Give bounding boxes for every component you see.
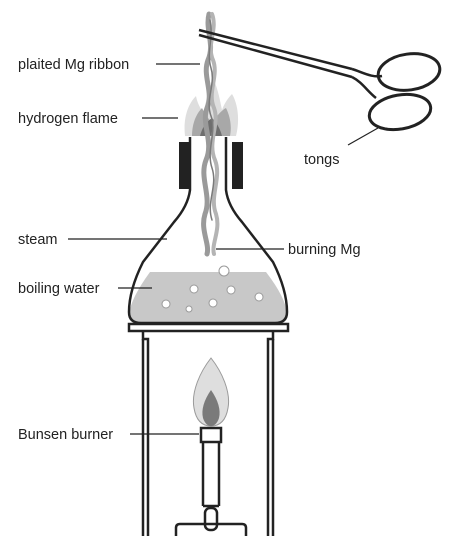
leader-lines xyxy=(68,63,379,435)
label-bunsen-burner: Bunsen burner xyxy=(18,427,113,443)
hydrogen-flame xyxy=(184,80,239,136)
bunsen-burner xyxy=(174,426,248,536)
conical-flask xyxy=(127,137,289,325)
boiling-water xyxy=(129,272,287,322)
label-tongs: tongs xyxy=(304,152,339,168)
label-steam: steam xyxy=(18,232,58,248)
flask-neck-bands xyxy=(179,142,243,189)
label-burning-mg: burning Mg xyxy=(288,242,361,258)
label-boiling-water: boiling water xyxy=(18,281,100,297)
water-bubbles xyxy=(161,265,264,313)
bunsen-flame xyxy=(192,357,230,427)
mg-ribbon xyxy=(201,11,220,257)
label-hydrogen-flame: hydrogen flame xyxy=(18,111,118,127)
label-ribbon: plaited Mg ribbon xyxy=(18,57,129,73)
tongs xyxy=(198,28,442,132)
